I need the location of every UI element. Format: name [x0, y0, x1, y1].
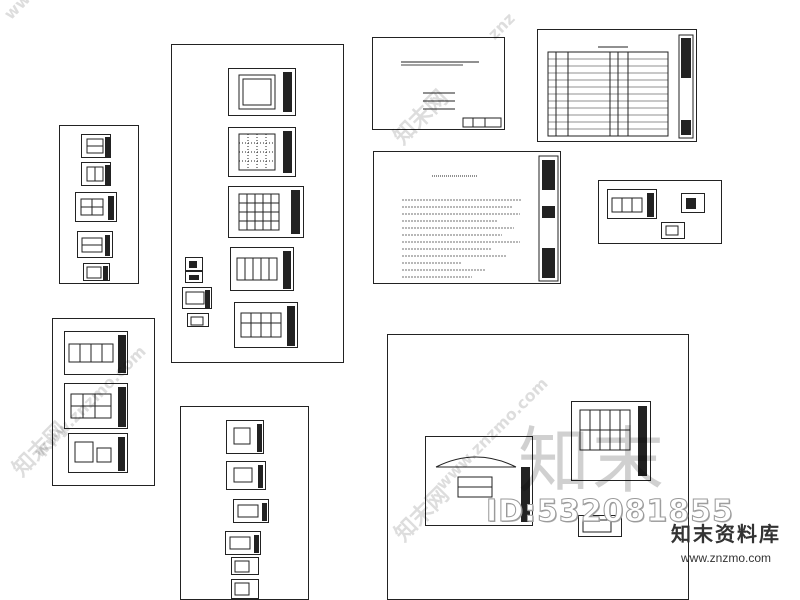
section-thumbnail[interactable]	[68, 433, 128, 473]
wall-elevation-drawing	[236, 251, 291, 289]
floor-plan-drawing	[86, 137, 110, 157]
drawing-sheet-a[interactable]	[59, 125, 139, 284]
detail-drawing	[185, 290, 210, 308]
ceiling-grid-thumbnail[interactable]	[228, 127, 296, 177]
drawing-sheet-f[interactable]	[387, 334, 689, 600]
arched-elevation-drawing	[435, 456, 530, 522]
floor-plan-thumbnail[interactable]	[81, 162, 111, 186]
detail-thumbnail[interactable]	[231, 557, 259, 575]
floor-plan-drawing	[86, 165, 110, 185]
elevation-drawing	[68, 335, 126, 373]
elevation-thumbnail[interactable]	[607, 189, 657, 219]
detail-thumbnail[interactable]	[231, 579, 259, 599]
detail-thumbnail[interactable]	[226, 420, 264, 454]
detail-drawing	[234, 560, 250, 573]
detail-drawing	[665, 225, 679, 236]
elevation-drawing	[70, 387, 126, 427]
brand-badge: 知末资料库 www.znzmo.com	[656, 518, 796, 570]
detail-thumbnail[interactable]	[185, 271, 203, 283]
detail-drawing	[189, 275, 199, 280]
detail-thumbnail[interactable]	[661, 222, 685, 239]
floor-plan-thumbnail[interactable]	[81, 134, 111, 158]
detail-drawing	[686, 198, 696, 209]
ceiling-grid-drawing	[238, 131, 292, 173]
drawing-index-table	[547, 34, 694, 139]
wall-elevation-drawing	[240, 306, 295, 346]
detail-thumbnail[interactable]	[225, 531, 261, 555]
watermark-url: www.znzmo.com	[0, 0, 120, 23]
detail-drawing	[234, 582, 250, 596]
design-notes-sheet[interactable]	[373, 151, 561, 284]
detail-drawing	[233, 424, 262, 452]
lighting-plan-thumbnail[interactable]	[228, 186, 304, 238]
detail-thumbnail[interactable]	[187, 313, 209, 327]
elevation-drawing	[80, 196, 114, 220]
detail-drawing	[86, 266, 108, 280]
ceiling-plan-drawing	[238, 72, 292, 112]
drawing-sheet-e[interactable]	[598, 180, 722, 244]
elevation-thumbnail[interactable]	[64, 331, 128, 375]
watermark-big-logo: 知末	[518, 419, 667, 503]
elevation-thumbnail[interactable]	[64, 383, 128, 429]
ceiling-plan-thumbnail[interactable]	[228, 68, 296, 116]
drawing-index-sheet[interactable]	[537, 29, 697, 142]
section-drawing	[81, 235, 110, 256]
detail-drawing	[229, 535, 259, 553]
elevation-drawing	[611, 193, 654, 217]
wall-elevation-thumbnail[interactable]	[571, 401, 651, 481]
detail-thumbnail[interactable]	[182, 287, 212, 309]
section-thumbnail[interactable]	[77, 231, 113, 258]
drawing-sheet-c[interactable]	[52, 318, 155, 486]
detail-drawing	[237, 503, 267, 521]
detail-drawing	[189, 261, 197, 268]
section-drawing	[74, 437, 125, 471]
wall-elevation-thumbnail[interactable]	[230, 247, 294, 291]
watermark-id: ID:532081855	[486, 494, 734, 530]
detail-thumbnail[interactable]	[233, 499, 269, 523]
design-notes-drawing	[402, 155, 559, 282]
brand-url: www.znzmo.com	[680, 551, 772, 565]
drawing-sheet-d[interactable]	[180, 406, 309, 600]
cover-sheet[interactable]	[372, 37, 505, 130]
drawing-sheet-b[interactable]	[171, 44, 344, 363]
wall-elevation-drawing	[579, 406, 647, 476]
detail-thumbnail[interactable]	[83, 263, 110, 281]
arched-elevation-thumbnail[interactable]	[425, 436, 533, 526]
detail-drawing	[233, 465, 263, 488]
detail-thumbnail[interactable]	[578, 515, 622, 537]
lighting-plan-drawing	[238, 190, 300, 234]
cover-sheet-drawing	[401, 61, 502, 128]
wall-elevation-thumbnail[interactable]	[234, 302, 298, 348]
elevation-thumbnail[interactable]	[75, 192, 117, 222]
detail-thumbnail[interactable]	[226, 461, 266, 490]
detail-drawing	[190, 316, 204, 326]
detail-thumbnail[interactable]	[185, 257, 203, 271]
brand-name: 知末资料库	[671, 522, 781, 546]
detail-drawing	[582, 519, 612, 533]
detail-thumbnail[interactable]	[681, 193, 705, 213]
